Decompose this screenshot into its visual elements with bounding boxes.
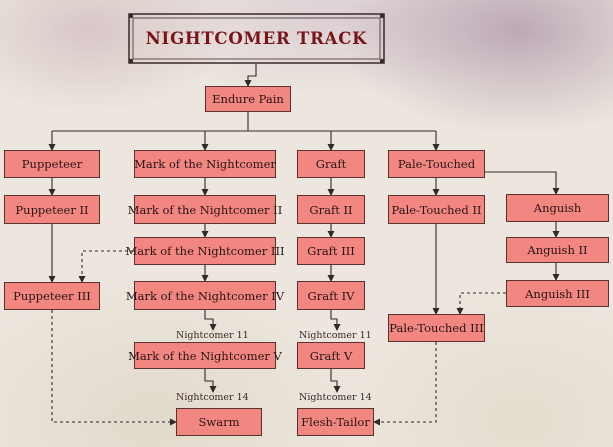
requirement-swarm: Nightcomer 14 <box>176 392 249 403</box>
node-anguish-iii[interactable]: Anguish III <box>506 280 609 307</box>
graft-4-5-connector <box>330 310 341 331</box>
node-mark-of-the-nightcomer-ii[interactable]: Mark of the Nightcomer II <box>128 195 282 224</box>
node-anguish-ii[interactable]: Anguish II <box>506 237 609 263</box>
node-puppeteer-ii[interactable]: Puppeteer II <box>4 195 100 224</box>
node-puppeteer-iii[interactable]: Puppeteer III <box>4 282 100 310</box>
anguish3-to-pale3-dashed <box>456 292 506 315</box>
requirement-mark-v: Nightcomer 11 <box>176 330 249 341</box>
node-mark-of-the-nightcomer[interactable]: Mark of the Nightcomer <box>134 150 276 178</box>
node-graft[interactable]: Graft <box>297 150 365 178</box>
node-pale-touched-ii[interactable]: Pale-Touched II <box>388 195 485 224</box>
node-graft-ii[interactable]: Graft II <box>297 195 365 224</box>
node-mark-of-the-nightcomer-iii[interactable]: Mark of the Nightcomer III <box>125 237 285 265</box>
node-pale-touched[interactable]: Pale-Touched <box>388 150 485 178</box>
requirement-flesh-tailor: Nightcomer 14 <box>299 392 372 403</box>
node-graft-v[interactable]: Graft V <box>297 342 365 369</box>
node-endure-pain[interactable]: Endure Pain <box>205 86 291 112</box>
node-graft-iv[interactable]: Graft IV <box>297 281 365 310</box>
page-title: NIGHTCOMER TRACK <box>145 29 368 48</box>
node-swarm[interactable]: Swarm <box>176 408 262 436</box>
puppeteer3-to-swarm-dashed <box>51 310 177 426</box>
title-frame <box>128 13 385 64</box>
node-flesh-tailor[interactable]: Flesh-Tailor <box>297 408 374 436</box>
mark3-to-puppeteer3-dashed <box>78 250 134 283</box>
node-mark-of-the-nightcomer-iv[interactable]: Mark of the Nightcomer IV <box>126 281 284 310</box>
graft-5-flesh-connector <box>330 369 341 393</box>
requirement-graft-v: Nightcomer 11 <box>299 330 372 341</box>
node-mark-of-the-nightcomer-v[interactable]: Mark of the Nightcomer V <box>128 342 282 369</box>
node-graft-iii[interactable]: Graft III <box>297 237 365 265</box>
node-anguish[interactable]: Anguish <box>506 194 609 222</box>
title-to-endure-connector <box>244 64 257 87</box>
mark-4-5-connector <box>204 310 217 331</box>
mark-5-swarm-connector <box>204 369 217 393</box>
pale3-to-flesh-dashed <box>373 342 437 426</box>
node-pale-touched-iii[interactable]: Pale-Touched III <box>388 314 485 342</box>
node-puppeteer[interactable]: Puppeteer <box>4 150 100 178</box>
